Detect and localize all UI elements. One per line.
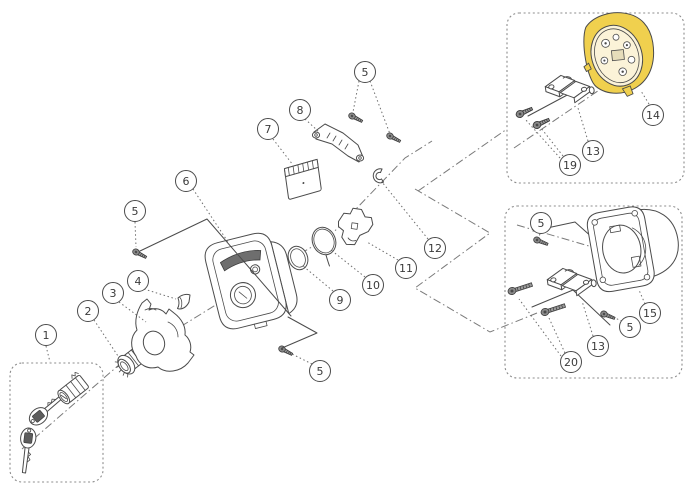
part-key-blank-a	[28, 392, 67, 426]
callout-13-bottom: 13	[587, 335, 609, 357]
part-switch-body-highlighted	[583, 12, 655, 97]
callout-7: 7	[257, 118, 279, 140]
part-key-cylinder	[57, 371, 89, 405]
part-wedge-clip	[177, 293, 191, 310]
top-detail-box	[506, 12, 685, 184]
callout-20: 20	[560, 351, 582, 373]
callout-8: 8	[289, 99, 311, 121]
callout-13-top: 13	[582, 140, 604, 162]
callout-15: 15	[639, 302, 661, 324]
bottom-detail-box	[504, 205, 683, 379]
part-switch-housing	[586, 206, 679, 293]
callout-10: 10	[362, 274, 384, 296]
screw-19-a	[514, 104, 535, 120]
callout-5-left: 5	[124, 200, 146, 222]
callout-6: 6	[175, 170, 197, 192]
part-clamp-top	[543, 70, 596, 107]
callout-5-center: 5	[309, 360, 331, 382]
callout-leader-lines	[45, 80, 650, 365]
part-trim-bracket	[131, 298, 195, 372]
screw-5-left	[131, 247, 149, 261]
callout-5-box2-right: 5	[619, 316, 641, 338]
callout-2: 2	[77, 300, 99, 322]
callout-14: 14	[642, 104, 664, 126]
part-key-blank-b	[20, 427, 37, 474]
key-set-detail-box	[9, 362, 104, 483]
callout-3: 3	[102, 282, 124, 304]
screw-5-top-b	[385, 131, 403, 145]
screw-19-b	[531, 115, 552, 131]
callout-12: 12	[424, 237, 446, 259]
callout-19: 19	[559, 154, 581, 176]
callout-4: 4	[127, 270, 149, 292]
screw-5-box2-right	[599, 309, 617, 322]
screw-20-b	[539, 301, 567, 318]
part-contact-plate	[283, 158, 322, 200]
callout-9: 9	[329, 289, 351, 311]
part-switch-bracket	[337, 207, 374, 246]
screw-20-a	[506, 280, 534, 297]
part-e-clip	[372, 168, 384, 184]
part-strap-bracket	[311, 123, 365, 163]
part-main-housing	[204, 232, 298, 330]
detail-connector-lines	[414, 128, 538, 333]
callout-1: 1	[35, 324, 57, 346]
callout-5-box2-top: 5	[530, 212, 552, 234]
top-box-axis	[513, 64, 637, 149]
callout-5-top: 5	[354, 61, 376, 83]
screw-5-top-a	[347, 111, 365, 125]
screw-5-box2-top	[532, 235, 550, 248]
part-o-ring	[287, 245, 309, 271]
part-retainer-ring	[311, 226, 337, 267]
part-clamp-bottom	[545, 263, 598, 300]
callout-11: 11	[395, 257, 417, 279]
